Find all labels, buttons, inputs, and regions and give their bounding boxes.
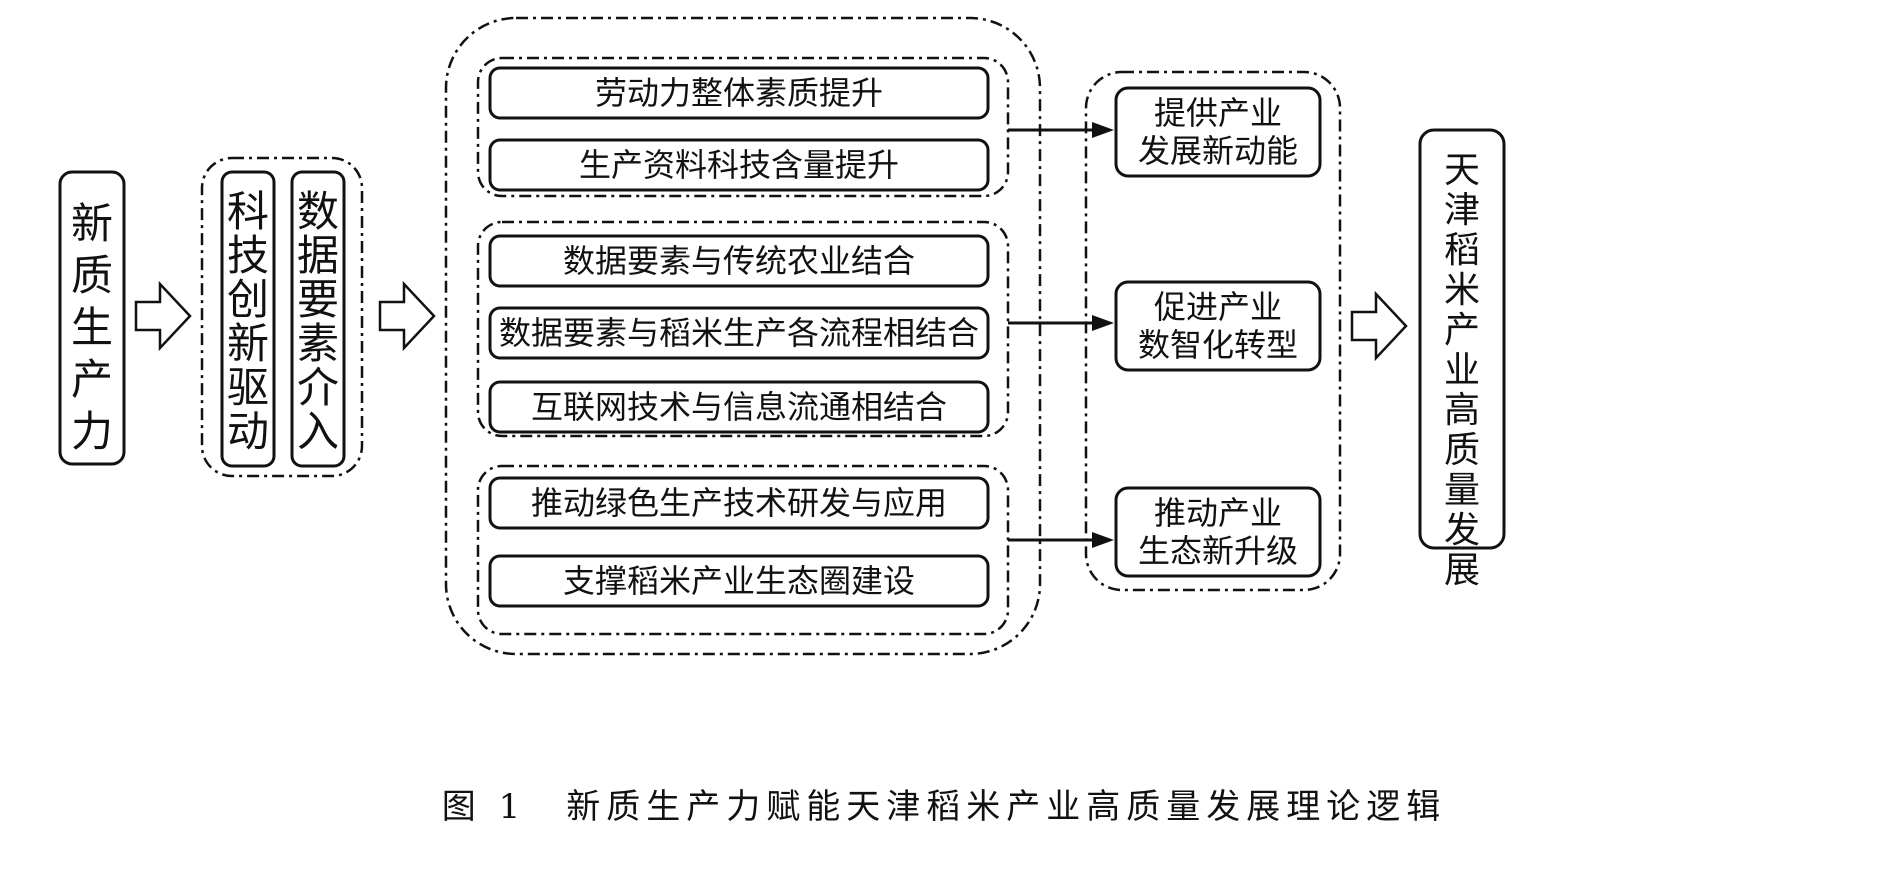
connector-arrowhead-2 <box>1092 315 1114 331</box>
mechanism-label-1-1: 劳动力整体素质提升 <box>595 74 883 112</box>
vertical-char: 介 <box>297 363 339 412</box>
outcome-box-1 <box>1114 86 1322 178</box>
vertical-char: 高 <box>1444 390 1480 431</box>
driver-label-tech-innovation: 科技创新驱动 <box>227 187 269 456</box>
mechanisms-outer-group <box>444 16 1042 656</box>
target-box <box>1418 128 1506 550</box>
vertical-char: 展 <box>1444 550 1480 591</box>
hollow-arrow-3 <box>1350 290 1408 362</box>
mechanism-box-1-1 <box>488 66 990 120</box>
vertical-char: 量 <box>1444 470 1480 511</box>
outcome-3-line1: 推动产业 <box>1154 494 1282 532</box>
vertical-char: 科 <box>227 187 269 236</box>
connector-arrowhead-3 <box>1092 532 1114 548</box>
mechanism-label-2-2: 数据要素与稻米生产各流程相结合 <box>499 314 979 352</box>
vertical-char: 发 <box>1444 510 1480 551</box>
outcomes-group <box>1084 70 1342 592</box>
mechanism-label-3-2: 支撑稻米产业生态圈建设 <box>563 562 915 600</box>
mechanism-box-1-2 <box>488 138 990 192</box>
driver-box-data-elements <box>290 170 346 468</box>
connector-arrowhead-1 <box>1092 122 1114 138</box>
target-label: 天津稻米产业高质量发展 <box>1444 150 1480 591</box>
mechanism-label-3-1: 推动绿色生产技术研发与应用 <box>531 484 947 522</box>
vertical-char: 产 <box>71 355 113 404</box>
vertical-char: 素 <box>297 319 339 368</box>
vertical-char: 技 <box>227 231 269 280</box>
vertical-char: 新 <box>71 199 113 248</box>
mechanism-box-3-1 <box>488 476 990 530</box>
outcome-1-line2: 发展新动能 <box>1138 132 1298 170</box>
source-label: 新质生产力 <box>71 199 113 456</box>
hollow-arrow-2 <box>378 280 436 352</box>
figure-caption: 图 1 新质生产力赋能天津稻米产业高质量发展理论逻辑 <box>442 787 1446 827</box>
vertical-char: 力 <box>71 407 113 456</box>
vertical-char: 数 <box>297 187 339 236</box>
vertical-char: 质 <box>71 251 113 300</box>
vertical-char: 入 <box>297 407 339 456</box>
driver-label-data-elements: 数据要素介入 <box>297 187 339 456</box>
outcome-2-line1: 促进产业 <box>1154 288 1282 326</box>
vertical-char: 生 <box>71 303 113 352</box>
mechanism-box-3-2 <box>488 554 990 608</box>
vertical-char: 新 <box>227 319 269 368</box>
mechanism-box-2-1 <box>488 234 990 288</box>
vertical-char: 天 <box>1444 150 1480 191</box>
vertical-char: 创 <box>227 275 269 324</box>
vertical-char: 业 <box>1444 350 1480 391</box>
mechanism-label-1-2: 生产资料科技含量提升 <box>579 146 899 184</box>
vertical-char: 津 <box>1444 190 1480 231</box>
driver-box-tech-innovation <box>220 170 276 468</box>
vertical-char: 驱 <box>227 363 269 412</box>
vertical-char: 产 <box>1444 310 1480 351</box>
outcome-2-line2: 数智化转型 <box>1138 326 1298 364</box>
drivers-group <box>200 156 364 478</box>
vertical-char: 稻 <box>1444 230 1480 271</box>
mechanism-subgroup-3 <box>476 464 1010 636</box>
source-box <box>58 170 126 466</box>
vertical-char: 质 <box>1444 430 1480 471</box>
outcome-box-2 <box>1114 280 1322 372</box>
vertical-char: 动 <box>227 407 269 456</box>
outcome-1-line1: 提供产业 <box>1154 94 1282 132</box>
vertical-char: 要 <box>297 275 339 324</box>
hollow-arrow-1 <box>134 280 192 352</box>
vertical-char: 米 <box>1444 270 1480 311</box>
outcome-3-line2: 生态新升级 <box>1138 532 1298 570</box>
mechanism-label-2-3: 互联网技术与信息流通相结合 <box>531 388 947 426</box>
mechanism-subgroup-2 <box>476 220 1010 438</box>
vertical-char: 据 <box>297 231 339 280</box>
mechanism-subgroup-1 <box>476 56 1010 198</box>
mechanism-box-2-2 <box>488 306 990 360</box>
mechanism-label-2-1: 数据要素与传统农业结合 <box>563 242 915 280</box>
outcome-box-3 <box>1114 486 1322 578</box>
mechanism-box-2-3 <box>488 380 990 434</box>
